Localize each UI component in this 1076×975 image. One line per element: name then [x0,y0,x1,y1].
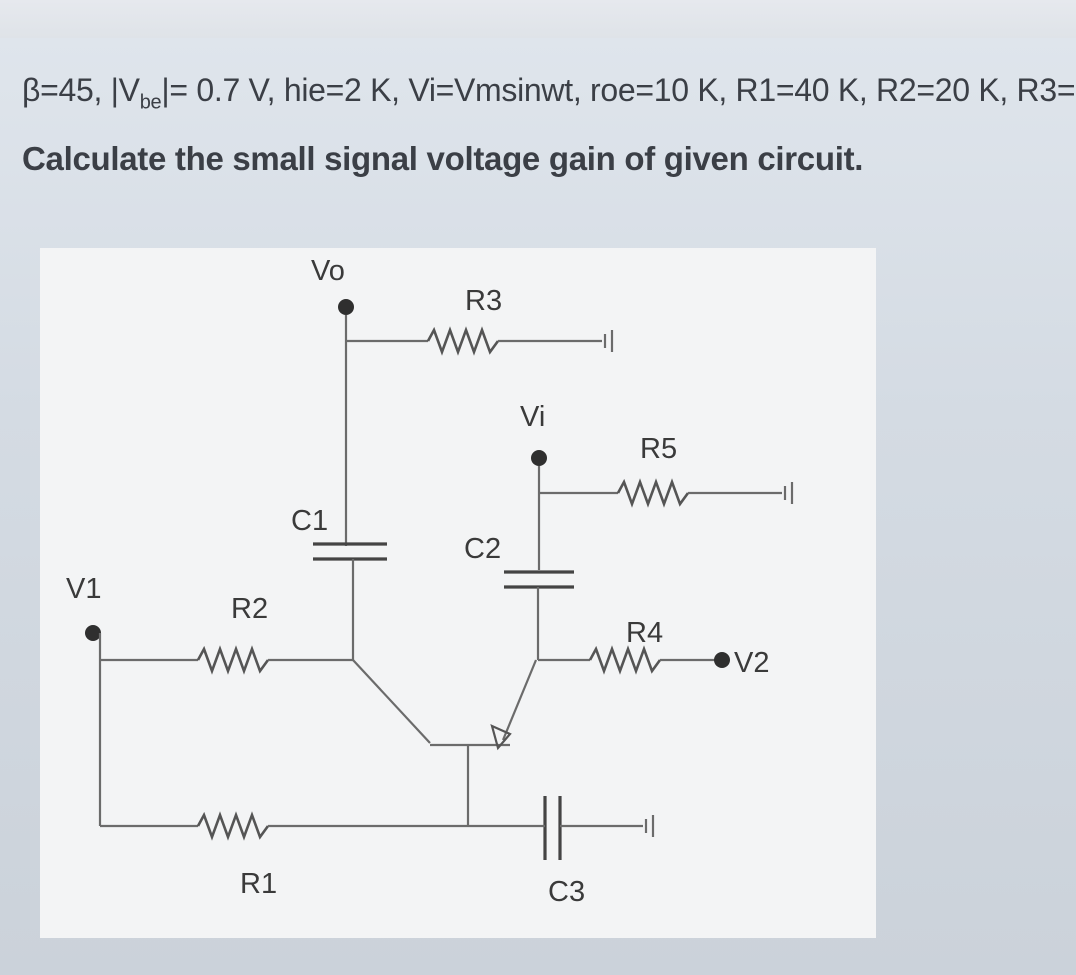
v1-node [85,625,101,641]
label-vi: Vi [520,401,545,433]
top-bar [0,0,1076,38]
label-v1: V1 [66,573,101,605]
v2-node [714,652,730,668]
label-r3: R3 [465,285,502,317]
label-r5: R5 [640,433,677,465]
transistor-emitter-lead [501,659,538,741]
label-r2: R2 [231,593,268,625]
problem-parameters: β=45, |Vbe|= 0.7 V, hie=2 K, Vi=Vmsinwt,… [22,72,1076,114]
params-rest: |= 0.7 V, hie=2 K, Vi=Vmsinwt, roe=10 K,… [161,72,1076,108]
circuit-figure: Vo R3 Vi R5 C1 C2 V1 R2 R4 V2 R1 C3 [40,248,876,938]
transistor-emitter-arrow [490,724,512,751]
base-lead [352,659,431,744]
c3-supply-icon [644,815,655,837]
label-c2: C2 [464,533,501,565]
label-vo: Vo [311,255,345,287]
r1-resistor [196,811,270,841]
r3-resistor [426,326,500,356]
problem-question: Calculate the small signal voltage gain … [22,140,864,177]
label-r1: R1 [240,868,277,900]
params-prefix: β=45, |V [22,72,140,108]
circuit-diagram: Vo R3 Vi R5 C1 C2 V1 R2 R4 V2 R1 C3 [66,255,794,908]
r4-resistor [588,645,662,675]
params-subscript: be [139,91,162,114]
r3-supply-icon [603,330,614,352]
vo-node [338,299,354,315]
label-r4: R4 [626,617,663,649]
vi-node [531,450,547,466]
r2-resistor [196,645,270,675]
r5-supply-icon [783,482,794,504]
r5-resistor [616,478,690,508]
label-v2: V2 [734,647,769,679]
label-c3: C3 [548,876,585,908]
label-c1: C1 [291,505,328,537]
